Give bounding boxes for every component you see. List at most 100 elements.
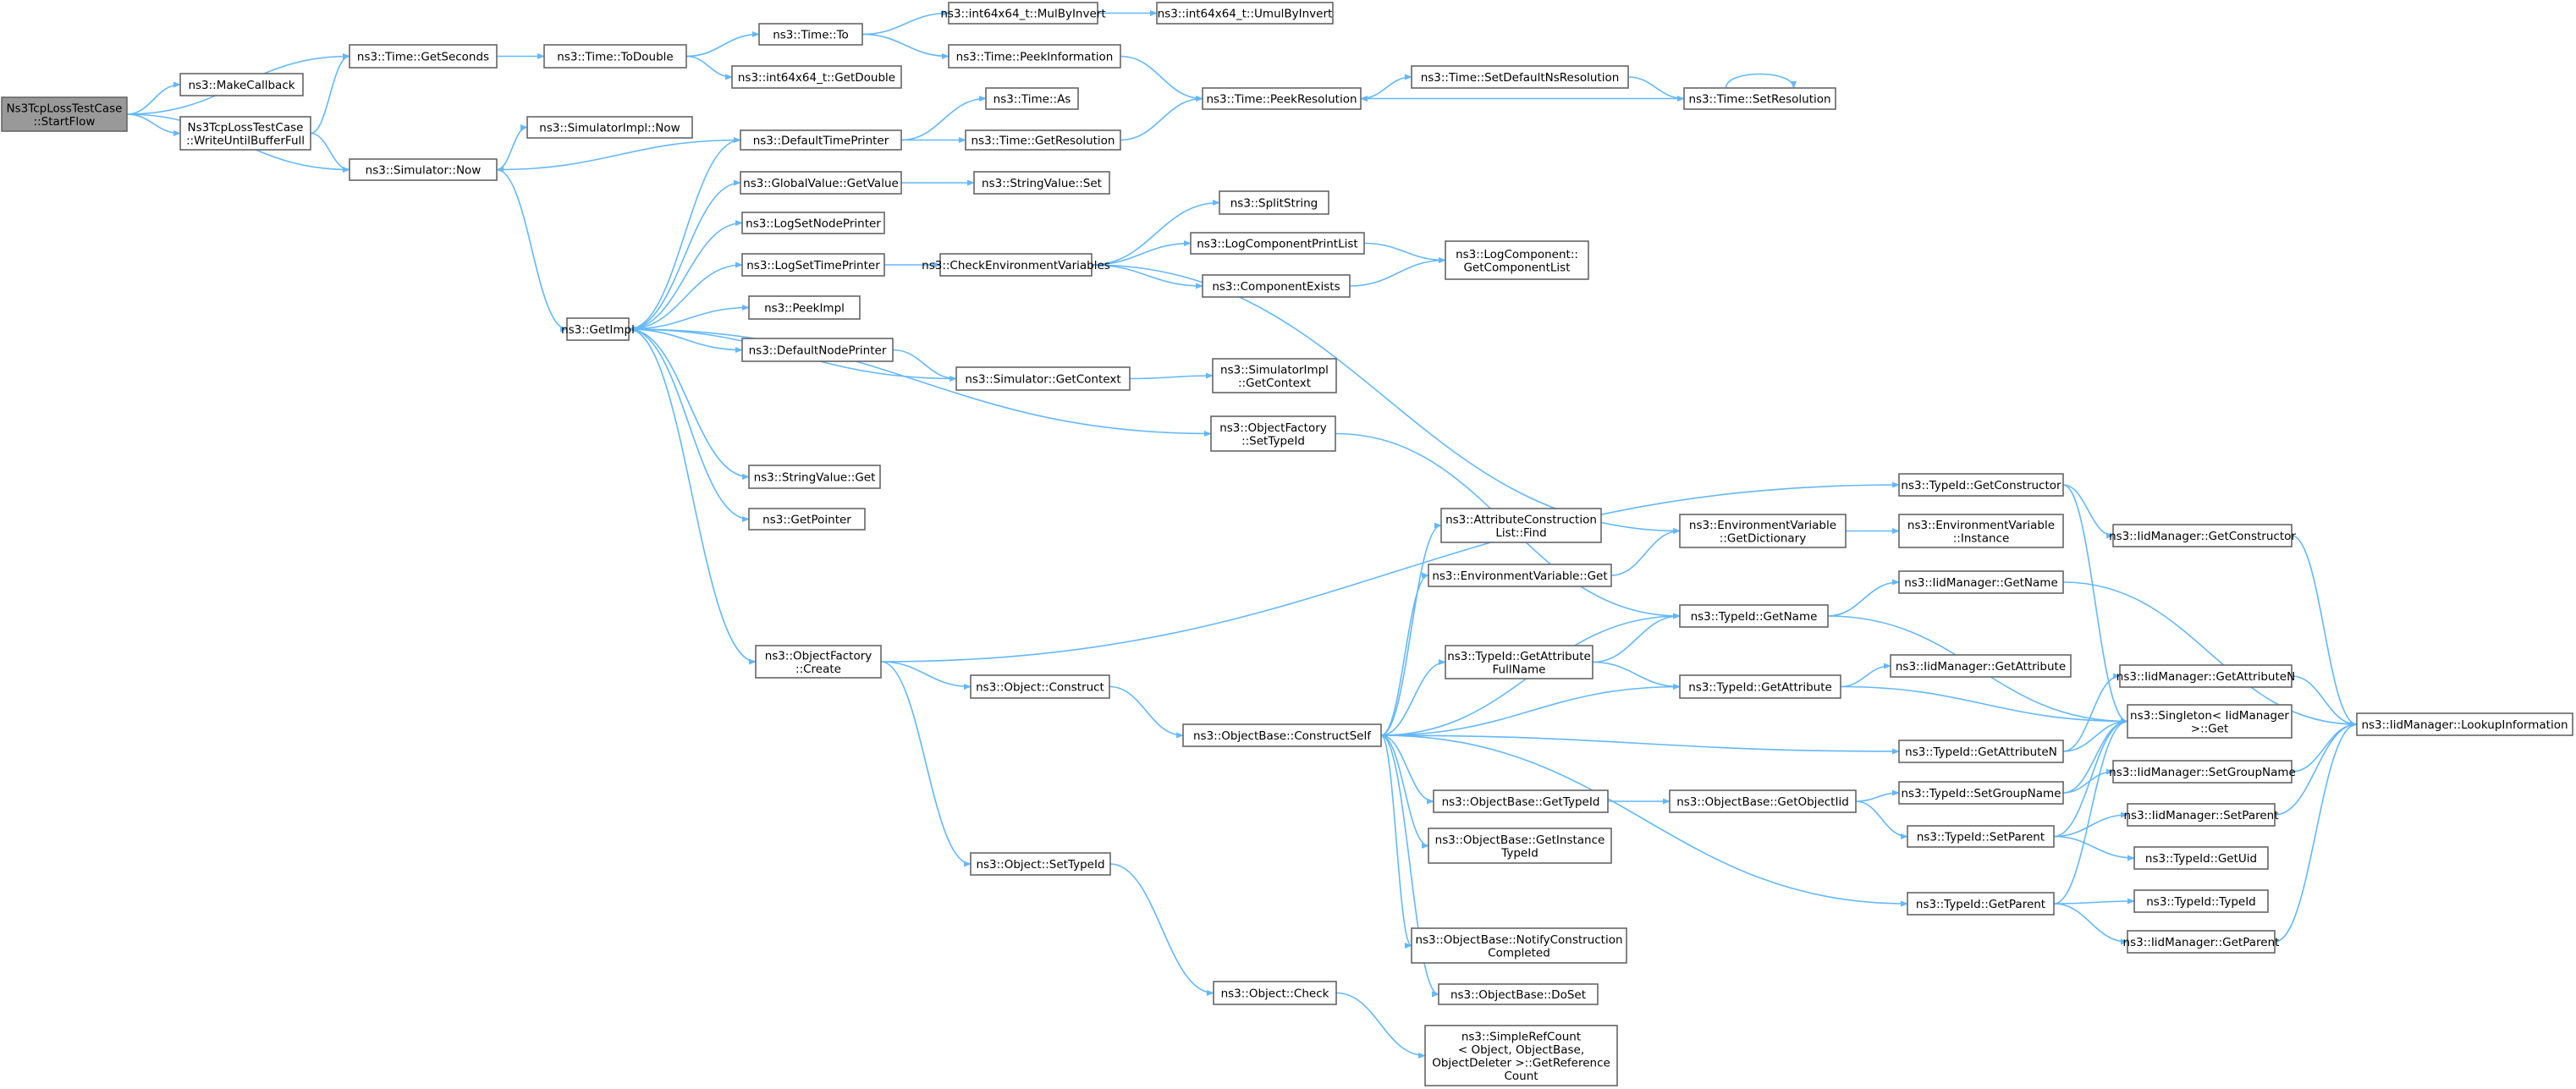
node-ns3-componentexists[interactable]: ns3::ComponentExists	[1202, 274, 1351, 298]
node-box	[1907, 825, 2055, 848]
node-ns3tcplosstestcase-writeuntilbufferfull[interactable]: Ns3TcpLossTestCase::WriteUntilBufferFull	[179, 116, 311, 151]
node-ns3-time-peekresolution[interactable]: ns3::Time::PeekResolution	[1202, 87, 1362, 110]
edge-arrow	[1120, 55, 1203, 102]
node-label: ns3::TypeId::TypeId	[2146, 895, 2256, 909]
node-ns3-typeid-getattribute[interactable]: ns3::TypeId::GetAttribute	[1679, 674, 1841, 699]
node-ns3-typeid-getname[interactable]: ns3::TypeId::GetName	[1679, 604, 1829, 628]
node-label: ns3::StringValue::Get	[754, 471, 876, 485]
node-label: ns3::MakeCallback	[188, 79, 294, 92]
node-box	[1411, 65, 1629, 89]
node-label: ns3::Object::Check	[1221, 987, 1329, 1001]
node-ns3-int64x64-t-mulbyinvert[interactable]: ns3::int64x64_t::MulByInvert	[940, 2, 1106, 25]
node-ns3-iidmanager-getconstructor[interactable]: ns3::IidManager::GetConstructor	[2109, 524, 2296, 547]
node-ns3-time-setresolution[interactable]: ns3::Time::SetResolution	[1683, 87, 1836, 110]
node-ns3-logsetnodeprinter[interactable]: ns3::LogSetNodePrinter	[741, 212, 885, 234]
node-ns3-makecallback[interactable]: ns3::MakeCallback	[179, 73, 304, 96]
node-ns3-object-settypeid[interactable]: ns3::Object::SetTypeId	[970, 852, 1111, 876]
node-ns3-time-todouble[interactable]: ns3::Time::ToDouble	[543, 44, 687, 69]
node-box	[1898, 473, 2064, 497]
node-ns3-objectfactory-create[interactable]: ns3::ObjectFactory::Create	[755, 645, 882, 679]
node-ns3-typeid-getconstructor[interactable]: ns3::TypeId::GetConstructor	[1898, 473, 2064, 497]
node-ns3-time-getseconds[interactable]: ns3::Time::GetSeconds	[349, 44, 498, 69]
node-ns3-object-construct[interactable]: ns3::Object::Construct	[970, 674, 1110, 699]
node-ns3-typeid-setparent[interactable]: ns3::TypeId::SetParent	[1907, 825, 2055, 848]
node-box	[2112, 524, 2293, 547]
edge-arrow	[1840, 663, 1891, 688]
node-ns3-typeid-getparent[interactable]: ns3::TypeId::GetParent	[1907, 892, 2055, 916]
node-ns3-int64x64-t-umulbyinvert[interactable]: ns3::int64x64_t::UmulByInvert	[1156, 2, 1334, 25]
node-ns3-simulator-getcontext[interactable]: ns3::Simulator::GetContext	[955, 366, 1131, 391]
node-label: ns3::Simulator::Now	[366, 164, 482, 178]
node-ns3-simplerefcount-object-objectbase-objectdeleter-getreference-count[interactable]: ns3::SimpleRefCount< Object, ObjectBase,…	[1424, 1025, 1618, 1086]
node-ns3-object-check[interactable]: ns3::Object::Check	[1213, 981, 1337, 1005]
edge-arrow	[880, 661, 972, 867]
node-box	[2356, 712, 2573, 736]
node-ns3-stringvalue-get[interactable]: ns3::StringValue::Get	[748, 465, 881, 489]
node-box	[1898, 570, 2064, 594]
node-ns3tcplosstestcase-startflow[interactable]: Ns3TcpLossTestCase::StartFlow	[1, 96, 128, 132]
node-ns3-iidmanager-getattribute[interactable]: ns3::IidManager::GetAttribute	[1890, 654, 2072, 678]
node-box	[970, 852, 1111, 876]
node-ns3-typeid-getuid[interactable]: ns3::TypeId::GetUid	[2133, 846, 2269, 870]
node-label: ::WriteUntilBufferFull	[186, 134, 305, 147]
edge-arrow	[628, 179, 741, 330]
node-ns3-time-as[interactable]: ns3::Time::As	[985, 87, 1079, 110]
node-ns3-iidmanager-setgroupname[interactable]: ns3::IidManager::SetGroupName	[2109, 760, 2296, 784]
node-box	[741, 212, 885, 234]
node-box	[1679, 604, 1829, 628]
node-ns3-time-setdefaultnsresolution[interactable]: ns3::Time::SetDefaultNsResolution	[1411, 65, 1629, 89]
node-ns3-singleton-iidmanager-get[interactable]: ns3::Singleton< IidManager>::Get	[2127, 704, 2293, 739]
node-ns3-environmentvariable-getdictionary[interactable]: ns3::EnvironmentVariable::GetDictionary	[1679, 514, 1847, 548]
node-label: TypeId	[1500, 846, 1538, 860]
edge-arrow	[2053, 898, 2135, 905]
node-ns3-objectbase-doset[interactable]: ns3::ObjectBase::DoSet	[1438, 983, 1599, 1005]
node-ns3-objectbase-getobjectiid[interactable]: ns3::ObjectBase::GetObjectIid	[1669, 789, 1857, 813]
node-ns3-iidmanager-getparent[interactable]: ns3::IidManager::GetParent	[2123, 930, 2280, 954]
node-label: ns3::TypeId::GetConstructor	[1901, 479, 2061, 492]
node-ns3-int64x64-t-getdouble[interactable]: ns3::int64x64_t::GetDouble	[731, 65, 902, 89]
node-ns3-splitstring[interactable]: ns3::SplitString	[1219, 190, 1329, 215]
node-label: ns3::IidManager::GetParent	[2123, 936, 2280, 949]
node-ns3-environmentvariable-get[interactable]: ns3::EnvironmentVariable::Get	[1428, 564, 1612, 587]
edge-arrow	[2053, 811, 2128, 838]
edge-arrow	[1592, 613, 1681, 663]
node-ns3-simulatorimpl-now[interactable]: ns3::SimulatorImpl::Now	[526, 116, 693, 139]
node-label: ns3::Singleton< IidManager	[2130, 709, 2289, 723]
node-ns3-objectbase-notifyconstruction-completed[interactable]: ns3::ObjectBase::NotifyConstructionCompl…	[1411, 927, 1627, 964]
node-ns3-objectbase-constructself[interactable]: ns3::ObjectBase::ConstructSelf	[1182, 723, 1382, 747]
node-box	[948, 44, 1121, 69]
node-ns3-simulatorimpl-getcontext[interactable]: ns3::SimulatorImpl::GetContext	[1212, 358, 1337, 393]
node-ns3-stringvalue-set[interactable]: ns3::StringValue::Set	[973, 171, 1110, 195]
node-box	[349, 158, 498, 181]
node-ns3-defaultnodeprinter[interactable]: ns3::DefaultNodePrinter	[741, 338, 894, 362]
node-ns3-defaulttimeprinter[interactable]: ns3::DefaultTimePrinter	[740, 129, 902, 151]
node-ns3-logcomponentprintlist[interactable]: ns3::LogComponentPrintList	[1190, 232, 1365, 255]
node-ns3-objectfactory-settypeid[interactable]: ns3::ObjectFactory::SetTypeId	[1210, 415, 1336, 452]
node-ns3-time-to[interactable]: ns3::Time::To	[758, 23, 863, 46]
edge-arrow	[2274, 721, 2358, 816]
node-ns3-time-getresolution[interactable]: ns3::Time::GetResolution	[965, 129, 1121, 151]
node-ns3-typeid-getattributen[interactable]: ns3::TypeId::GetAttributeN	[1898, 740, 2064, 763]
node-ns3-time-peekinformation[interactable]: ns3::Time::PeekInformation	[948, 44, 1121, 69]
node-ns3-typeid-setgroupname[interactable]: ns3::TypeId::SetGroupName	[1898, 781, 2064, 805]
node-ns3-iidmanager-getattributen[interactable]: ns3::IidManager::GetAttributeN	[2116, 664, 2295, 688]
node-ns3-environmentvariable-instance[interactable]: ns3::EnvironmentVariable::Instance	[1898, 514, 2064, 548]
node-ns3-getpointer[interactable]: ns3::GetPointer	[748, 508, 866, 531]
node-ns3-getimpl[interactable]: ns3::GetImpl	[561, 317, 635, 341]
node-ns3-checkenvironmentvariables[interactable]: ns3::CheckEnvironmentVariables	[922, 253, 1110, 277]
node-ns3-iidmanager-lookupinformation[interactable]: ns3::IidManager::LookupInformation	[2356, 712, 2573, 736]
edge-arrow	[2062, 484, 2128, 725]
node-ns3-simulator-now[interactable]: ns3::Simulator::Now	[349, 158, 498, 181]
node-ns3-logcomponent-getcomponentlist[interactable]: ns3::LogComponent::GetComponentList	[1445, 240, 1589, 280]
node-ns3-typeid-typeid[interactable]: ns3::TypeId::TypeId	[2133, 889, 2269, 913]
node-ns3-logsettimeprinter[interactable]: ns3::LogSetTimePrinter	[741, 253, 885, 277]
node-ns3-objectbase-gettypeid[interactable]: ns3::ObjectBase::GetTypeId	[1433, 789, 1609, 813]
node-box	[2133, 846, 2269, 870]
node-ns3-iidmanager-getname[interactable]: ns3::IidManager::GetName	[1898, 570, 2064, 594]
node-ns3-iidmanager-setparent[interactable]: ns3::IidManager::SetParent	[2124, 803, 2279, 827]
node-ns3-peekimpl[interactable]: ns3::PeekImpl	[748, 295, 861, 320]
node-ns3-globalvalue-getvalue[interactable]: ns3::GlobalValue::GetValue	[740, 171, 902, 195]
